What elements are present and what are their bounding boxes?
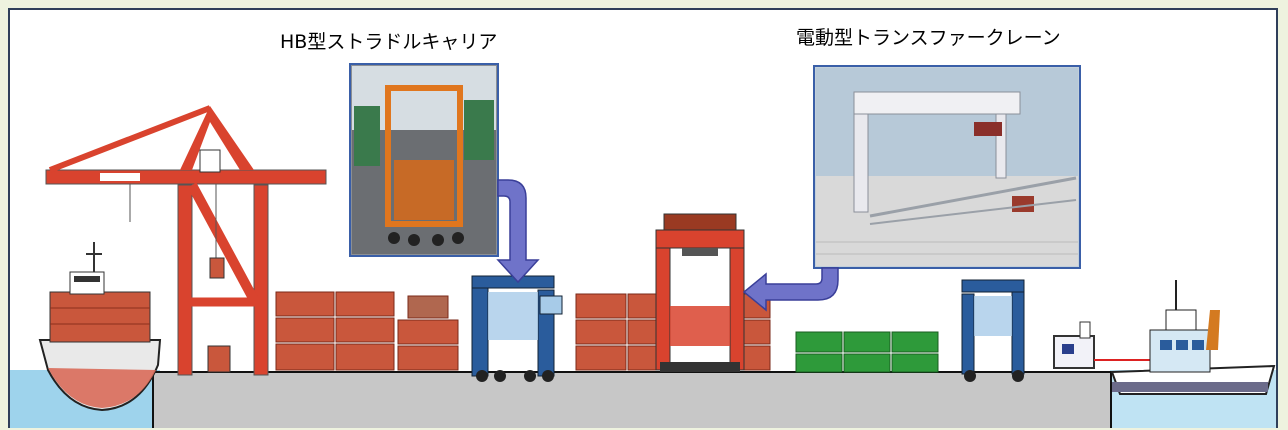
straddle-carrier-drawing-2 (961, 279, 1025, 382)
shore-power-unit (1053, 321, 1150, 369)
green-container-stack (795, 331, 939, 373)
container-ship (38, 242, 162, 412)
diagram-frame: HB型ストラドルキャリア 電動型トランスファークレーン (8, 8, 1278, 428)
straddle-carrier-label: HB型ストラドルキャリア (280, 31, 498, 53)
arrow-to-transfer-crane (742, 267, 839, 312)
arrow-to-straddle-carrier (496, 179, 540, 284)
quay-gantry-crane (45, 105, 327, 376)
transfer-crane-drawing (655, 213, 745, 372)
container-stack-1 (275, 291, 459, 371)
transfer-crane-label: 電動型トランスファークレーン (796, 27, 1061, 49)
quay (152, 371, 1112, 428)
tug-boat (1110, 280, 1276, 395)
transfer-crane-photo (813, 65, 1081, 269)
straddle-carrier-photo (349, 63, 499, 257)
port-terminal-scene (10, 63, 1276, 428)
container-stack-2 (575, 293, 771, 371)
straddle-carrier-drawing (471, 275, 563, 382)
